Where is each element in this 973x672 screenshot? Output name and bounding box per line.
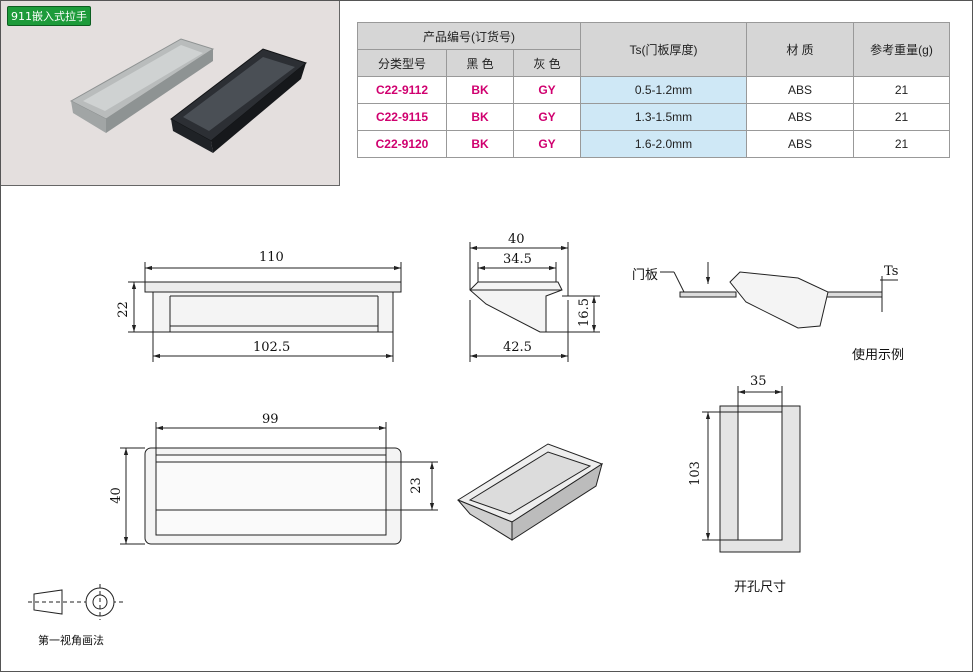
dim-top-height: 40	[108, 487, 124, 504]
header-material: 材 质	[746, 22, 854, 77]
header-class: 分类型号	[357, 49, 447, 77]
projection-symbol	[28, 584, 124, 620]
isometric-view	[456, 443, 604, 541]
row-weight: 21	[853, 130, 950, 158]
dim-front-height: 22	[115, 301, 131, 318]
top-view	[120, 422, 438, 545]
row-material: ABS	[746, 76, 854, 104]
label-cutout-size: 开孔尺寸	[734, 580, 787, 595]
row-black: BK	[446, 130, 514, 158]
row-ts: 1.6-2.0mm	[580, 130, 747, 158]
product-tag: 911嵌入式拉手	[7, 6, 91, 26]
row-code: C22-9120	[357, 130, 447, 158]
dim-side-inner: 34.5	[503, 252, 532, 267]
handle-photo-illustration	[69, 38, 308, 153]
cutout-drawing	[702, 386, 801, 553]
header-product-code: 产品编号(订货号)	[357, 22, 581, 50]
dim-side-height: 16.5	[576, 298, 592, 327]
label-door-panel: 门板	[632, 268, 659, 283]
dim-ts: Ts	[884, 264, 899, 279]
dim-front-width: 110	[259, 250, 284, 265]
side-view	[469, 242, 600, 362]
product-photo: 911嵌入式拉手	[1, 1, 340, 186]
dim-top-inner: 23	[408, 477, 424, 494]
row-weight: 21	[853, 76, 950, 104]
row-weight: 21	[853, 103, 950, 131]
label-projection: 第一视角画法	[38, 634, 104, 647]
dim-cutout-height: 103	[687, 461, 703, 486]
dim-cutout-width: 35	[750, 374, 767, 389]
header-ts: Ts(门板厚度)	[580, 22, 747, 77]
header-black: 黑 色	[446, 49, 514, 77]
dim-side-bottom: 42.5	[503, 340, 532, 355]
front-view	[128, 262, 402, 362]
dim-top-width: 99	[262, 412, 279, 427]
dim-front-inner: 102.5	[253, 340, 291, 355]
label-usage-example: 使用示例	[852, 348, 905, 363]
row-black: BK	[446, 76, 514, 104]
row-gray: GY	[513, 130, 581, 158]
spec-table: 产品编号(订货号) Ts(门板厚度) 材 质 参考重量(g) 分类型号 黑 色 …	[357, 22, 950, 158]
usage-example-drawing	[660, 262, 898, 329]
row-black: BK	[446, 103, 514, 131]
row-material: ABS	[746, 130, 854, 158]
header-gray: 灰 色	[513, 49, 581, 77]
table-row: C22-9120 BK GY 1.6-2.0mm ABS 21	[357, 130, 950, 158]
dim-side-top: 40	[508, 232, 525, 247]
